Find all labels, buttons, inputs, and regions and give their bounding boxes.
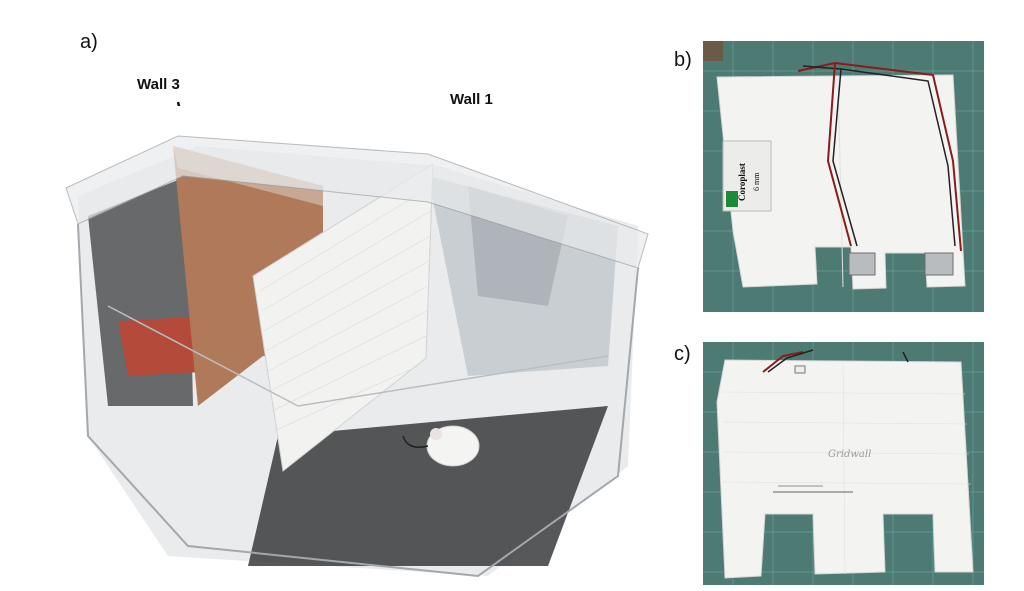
coroplast-brand: Coroplast — [737, 163, 747, 201]
wall-1-coroplast — [252, 163, 434, 472]
coroplast-board-c — [716, 359, 974, 579]
connector — [794, 365, 806, 374]
panel-a-label: a) — [80, 31, 98, 53]
coroplast-logo-mark — [726, 191, 738, 207]
coroplast-thickness: 6 mm — [752, 172, 761, 191]
hinge-left — [848, 252, 876, 276]
wire-black-c — [767, 349, 814, 373]
panel-b-label: b) — [674, 49, 692, 71]
photo-panel-a — [48, 106, 658, 586]
wire-black-b — [802, 65, 956, 247]
wall3-callout: Wall 3 — [137, 76, 180, 93]
wire-red-c — [762, 351, 804, 373]
hinge-right — [924, 252, 954, 276]
photo-panel-c: Gridwall — [703, 342, 984, 585]
photo-panel-b: Coroplast 6 mm — [703, 41, 984, 312]
wire-red-b — [797, 61, 962, 252]
wall1-callout: Wall 1 — [450, 91, 493, 108]
handwritten-label: Gridwall — [828, 449, 871, 460]
panel-c-label: c) — [674, 343, 691, 365]
